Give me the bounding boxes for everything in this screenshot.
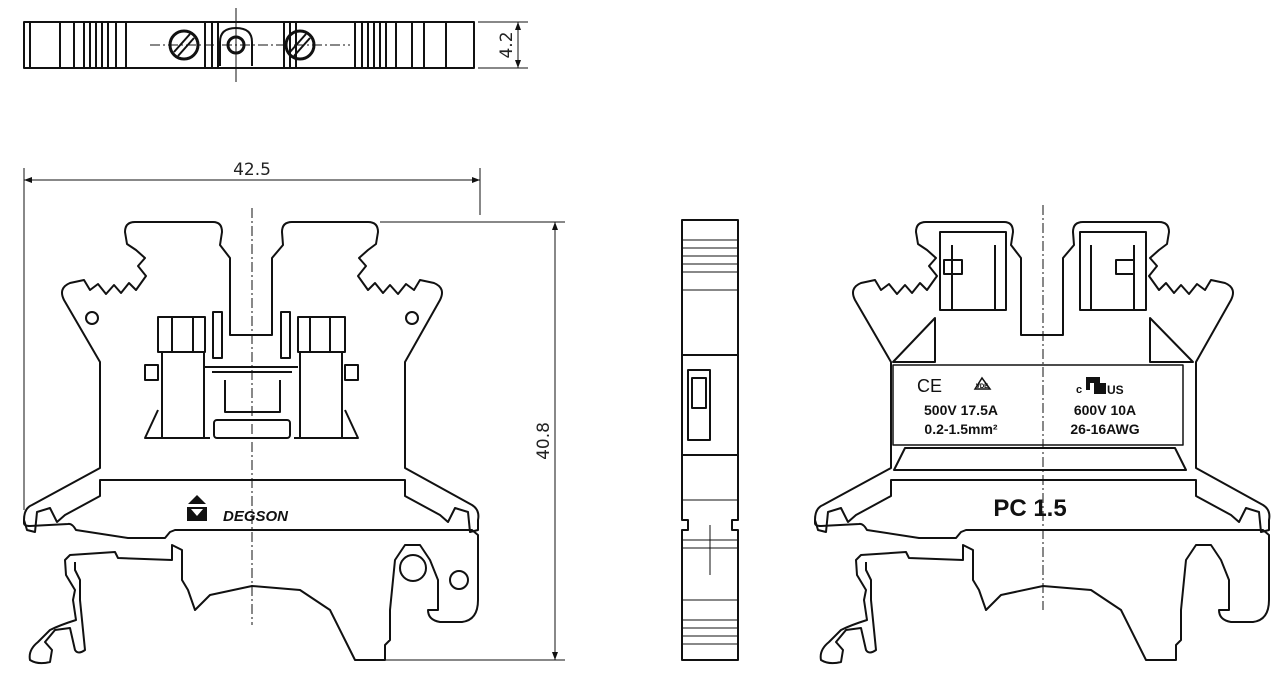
degson-logo: DEGSON [187,495,289,525]
svg-text:VDE: VDE [976,384,988,390]
test-socket-icon [219,27,253,66]
ce-mark-icon: CE [917,376,942,396]
rear-screw-pockets [892,231,1194,363]
dimension-height: 40.8 [534,422,554,460]
dimension-40.8: 40.8 [380,221,565,661]
front-body-outline [23,221,480,533]
hole-icon [85,311,99,325]
ul-mark-icon: c US [1076,377,1124,397]
dimension-4.2: 4.2 [478,21,528,69]
top-view-outline [23,21,475,69]
rating-left-line2: 0.2-1.5mm² [924,421,997,437]
side-outline [681,219,739,661]
screw-icon [168,29,200,61]
model-label: PC 1.5 [993,495,1066,522]
hole-icon [405,311,419,325]
front-view: DEGSON 42.5 40.8 [23,160,565,665]
hole-icon [449,570,469,590]
rating-right-line2: 26-16AWG [1070,421,1139,437]
svg-text:c: c [1076,384,1082,396]
rating-right-line1: 600V 10A [1074,402,1136,418]
hole-icon [399,554,427,582]
clamp-right [280,311,359,439]
dimension-42.5: 42.5 [23,160,481,510]
svg-text:US: US [1107,383,1124,397]
clamp-left [144,311,223,439]
vde-mark-icon: VDE [973,376,992,390]
dimension-height-top: 4.2 [497,31,517,58]
rear-body-outline [814,221,1271,533]
side-test-socket [682,354,738,456]
rear-view: CE VDE 500V 17.5A 0.2-1.5mm² c US 600V 1… [814,205,1271,665]
dimension-width: 42.5 [233,160,271,180]
side-ribs [682,239,738,645]
rear-din-foot [814,519,1270,665]
front-din-foot [23,519,479,665]
brand-name: DEGSON [223,508,289,525]
screw-icon [284,29,316,61]
rating-label-plate [892,364,1184,446]
side-view [681,219,739,661]
rating-left-line1: 500V 17.5A [924,402,998,418]
marking-recess [893,447,1187,471]
top-view: 4.2 [23,8,528,82]
